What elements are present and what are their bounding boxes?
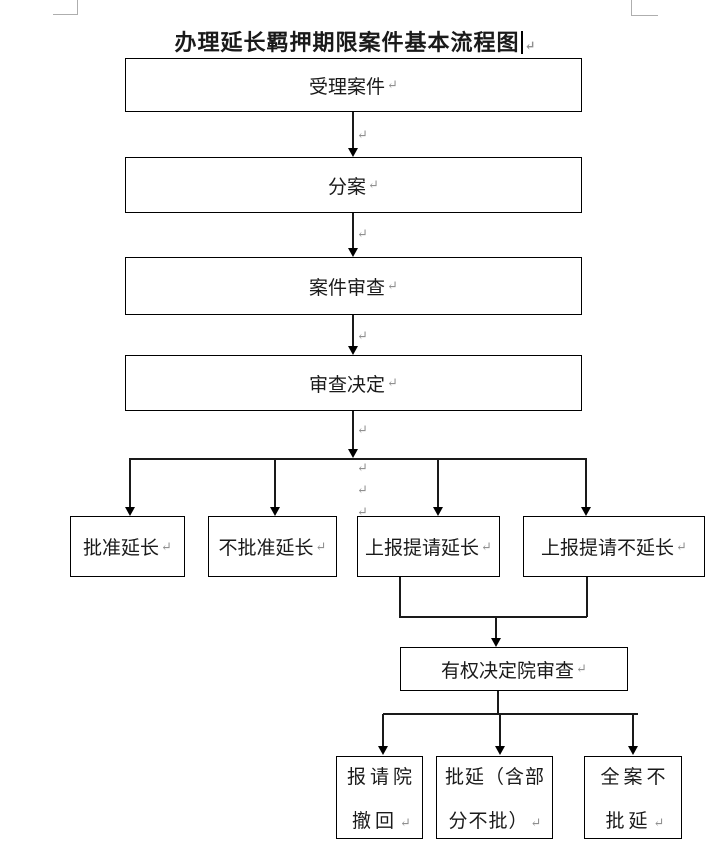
node-report-request-extension-label: 上报提请延长	[365, 538, 480, 559]
node-disapprove-extension-label: 不批准延长	[218, 538, 314, 559]
node-approve-including-partial-line1: 批延（含部	[444, 767, 545, 788]
paragraph-mark: ↵	[676, 538, 687, 554]
arrow-branch-approve-line	[129, 459, 131, 507]
arrow-bottom-withdraw-line	[382, 714, 384, 746]
node-review-decision: 审查决定↵	[125, 355, 582, 411]
text-cursor	[520, 31, 523, 54]
connector-report-extend-down	[399, 577, 401, 617]
paragraph-mark: ↵	[357, 482, 368, 497]
text-boundary-mark-left	[53, 0, 78, 15]
node-report-request-no-extension-label: 上报提请不延长	[541, 538, 675, 559]
arrow-branch-report-extend-line	[437, 459, 439, 507]
paragraph-mark: ↵	[387, 278, 398, 293]
node-case-review: 案件审查↵	[125, 257, 582, 315]
node-approve-extension-label: 批准延长	[83, 538, 160, 559]
node-report-court-withdraw-line2-text: 撤回	[352, 811, 399, 832]
paragraph-mark: ↵	[387, 77, 398, 92]
paragraph-mark: ↵	[387, 375, 398, 390]
paragraph-mark: ↵	[368, 177, 379, 192]
paragraph-mark: ↵	[530, 815, 542, 830]
node-approve-including-partial-line2-text: 分不批）	[448, 811, 529, 832]
paragraph-mark: ↵	[357, 504, 368, 519]
arrow-bottom-withdraw-head	[378, 746, 388, 755]
branch-distributor-line	[129, 458, 587, 460]
node-approve-including-partial: 批延（含部 分不批）↵	[436, 756, 553, 839]
node-authority-court-review-label: 有权决定院审查	[441, 660, 575, 682]
arrow-branch-report-no-extend-head	[581, 507, 591, 516]
arrow-branch-report-extend-head	[433, 507, 443, 516]
paragraph-mark: ↵	[357, 328, 368, 343]
page-title: 办理延长羁押期限案件基本流程图 ↵	[0, 25, 710, 57]
arrow-review-to-decision-line	[352, 315, 354, 347]
node-review-decision-label: 审查决定	[309, 374, 386, 396]
arrow-accept-to-assignment-head	[348, 148, 358, 157]
paragraph-mark: ↵	[357, 460, 368, 475]
node-case-review-label: 案件审查	[309, 277, 386, 299]
node-whole-case-not-approved-line2-text: 批延	[605, 811, 652, 832]
node-report-court-withdraw: 报请院 撤回↵	[336, 756, 423, 839]
arrow-accept-to-assignment-line	[352, 112, 354, 149]
arrow-assignment-to-review-head	[348, 248, 358, 257]
node-whole-case-not-approved-line2: 批延↵	[602, 812, 665, 831]
arrow-branch-disapprove-head	[270, 507, 280, 516]
node-case-assignment-label: 分案	[328, 176, 367, 198]
paragraph-mark: ↵	[481, 538, 492, 554]
connector-report-no-extend-down	[586, 577, 588, 617]
paragraph-mark: ↵	[653, 815, 665, 830]
arrow-decision-to-branch-line	[352, 411, 354, 450]
arrow-bottom-approve-partial-line	[499, 714, 501, 746]
node-accept-case: 受理案件↵	[125, 58, 582, 112]
node-approve-extension: 批准延长↵	[70, 516, 185, 577]
paragraph-mark: ↵	[357, 422, 368, 437]
node-disapprove-extension: 不批准延长↵	[208, 516, 337, 577]
paragraph-mark: ↵	[357, 127, 368, 142]
connector-merge-line	[399, 616, 587, 618]
arrow-bottom-no-approve-line	[632, 714, 634, 746]
paragraph-mark: ↵	[524, 38, 536, 53]
arrow-branch-report-no-extend-line	[585, 459, 587, 507]
arrow-decision-to-branch-head	[348, 449, 358, 458]
node-report-request-no-extension: 上报提请不延长↵	[523, 516, 705, 577]
paragraph-mark: ↵	[161, 538, 172, 554]
paragraph-mark: ↵	[400, 815, 411, 830]
node-case-assignment: 分案↵	[125, 157, 582, 213]
paragraph-mark: ↵	[315, 538, 327, 554]
arrow-branch-approve-head	[125, 507, 135, 516]
arrow-merge-to-authority-head	[491, 638, 501, 647]
node-authority-court-review: 有权决定院审查↵	[400, 647, 628, 691]
connector-authority-down	[497, 691, 499, 714]
arrow-merge-to-authority-line	[495, 617, 497, 639]
arrow-branch-disapprove-line	[274, 459, 276, 507]
node-approve-including-partial-line2: 分不批）↵	[448, 812, 542, 831]
node-whole-case-not-approved-line1: 全案不	[600, 767, 670, 788]
bottom-distributor-line	[383, 713, 638, 715]
text-boundary-mark-right	[631, 0, 658, 16]
node-report-request-extension: 上报提请延长↵	[357, 516, 500, 577]
paragraph-mark: ↵	[576, 661, 587, 676]
page-title-text: 办理延长羁押期限案件基本流程图	[174, 30, 520, 55]
node-report-court-withdraw-line2: 撤回↵	[348, 812, 411, 831]
paragraph-mark: ↵	[357, 226, 368, 241]
node-whole-case-not-approved: 全案不 批延↵	[584, 756, 682, 839]
arrow-assignment-to-review-line	[352, 213, 354, 249]
node-report-court-withdraw-line1: 报请院	[346, 767, 416, 788]
arrow-bottom-no-approve-head	[628, 746, 638, 755]
arrow-review-to-decision-head	[348, 346, 358, 355]
node-accept-case-label: 受理案件	[309, 76, 386, 98]
arrow-bottom-approve-partial-head	[495, 746, 505, 755]
